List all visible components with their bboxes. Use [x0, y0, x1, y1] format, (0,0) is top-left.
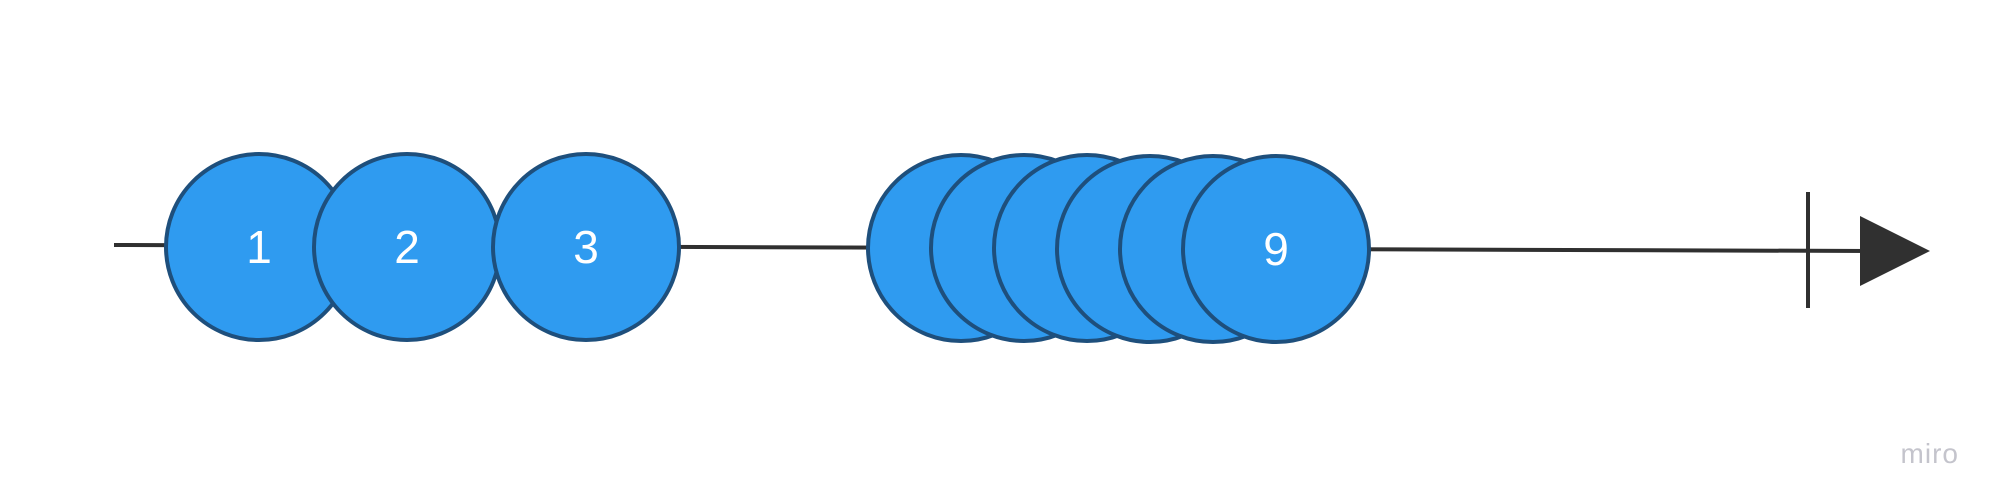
marble-3: 3 — [491, 152, 681, 342]
timeline-arrowhead — [1860, 216, 1930, 286]
marble-label: 2 — [394, 221, 420, 273]
marble-label: 3 — [573, 221, 599, 273]
marble-label: 1 — [246, 221, 272, 273]
marble-circle — [1181, 154, 1371, 344]
miro-watermark: miro — [1900, 438, 1959, 469]
marble-2: 2 — [312, 152, 502, 342]
marble-label: 9 — [1263, 223, 1289, 275]
marble-circle — [491, 152, 681, 342]
marble-9: 9 — [1181, 154, 1371, 344]
